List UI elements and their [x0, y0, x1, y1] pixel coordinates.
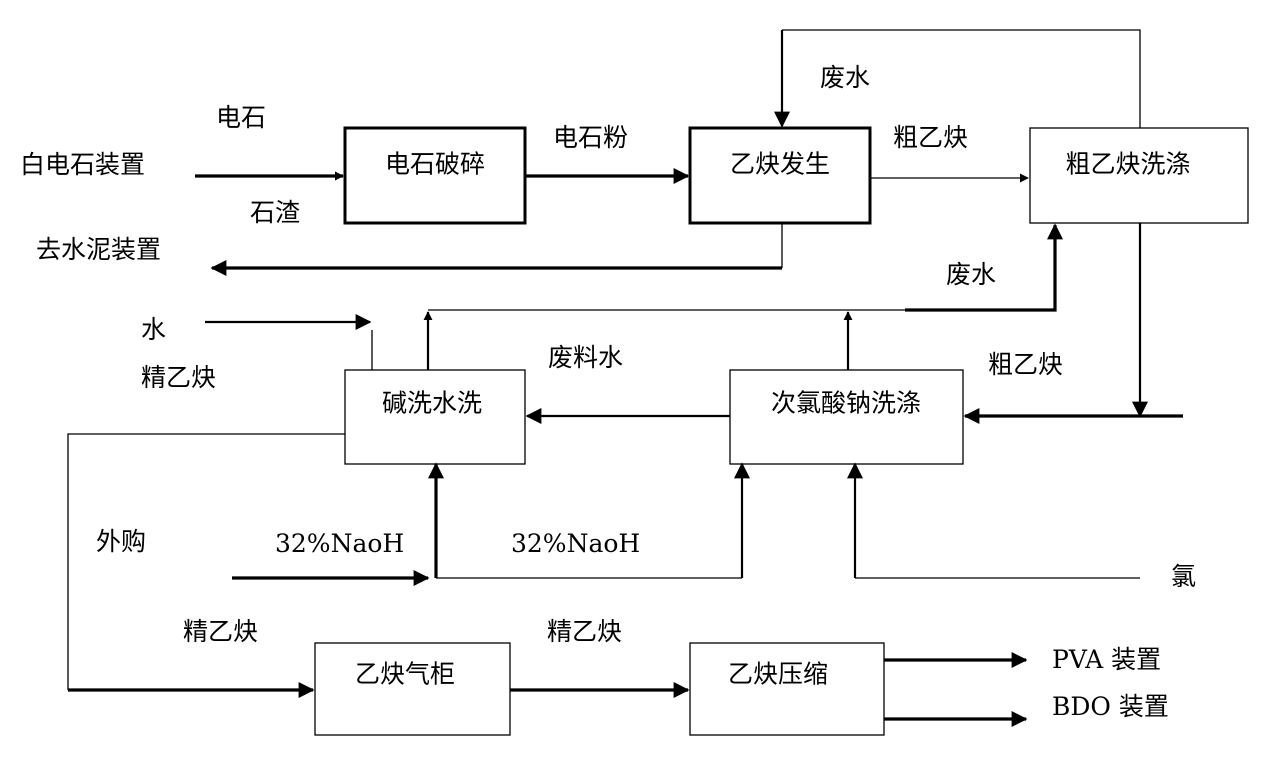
box-label-acetylene-generator: 乙炔发生 — [730, 150, 830, 179]
box-label-crude-acetylene-wash: 粗乙炔洗涤 — [1065, 150, 1190, 179]
box-label-hypochlorite-wash: 次氯酸钠洗涤 — [771, 389, 921, 418]
label-bdo-unit: BDO 装置 — [1052, 692, 1169, 721]
box-crude-acetylene-wash: 粗乙炔洗涤 — [1029, 127, 1249, 224]
box-acetylene-gas-holder: 乙炔气柜 — [314, 642, 511, 736]
label-waste-material-water: 废料水 — [548, 343, 623, 372]
label-naoh-2: 32%NaoH — [511, 529, 640, 558]
label-naoh-1: 32%NaoH — [275, 529, 404, 558]
box-label-acetylene-gas-holder: 乙炔气柜 — [355, 660, 455, 689]
label-crude-acetylene-top: 粗乙炔 — [893, 123, 968, 152]
label-waste-water-mid: 废水 — [946, 260, 996, 289]
flow-pure-down — [67, 433, 345, 690]
label-to-cement-unit: 去水泥装置 — [36, 235, 161, 264]
label-waste-water-top: 废水 — [820, 63, 870, 92]
box-acetylene-compressor: 乙炔压缩 — [689, 642, 885, 736]
label-chlorine: 氯 — [1171, 562, 1196, 591]
label-white-carbide-unit: 白电石装置 — [20, 150, 145, 179]
label-carbide-powder: 电石粉 — [553, 123, 628, 152]
label-pva-unit: PVA 装置 — [1052, 645, 1161, 674]
flow-waste-loop — [782, 29, 1141, 128]
label-crude-acetylene-right: 粗乙炔 — [988, 350, 1063, 379]
flow-waste-return-up — [905, 223, 1063, 312]
box-label-alkali-water-wash: 碱洗水洗 — [382, 389, 482, 418]
label-slag: 石渣 — [250, 198, 300, 227]
box-label-carbide-crusher: 电石破碎 — [385, 150, 485, 179]
label-carbide: 电石 — [216, 103, 266, 132]
box-hypochlorite-wash: 次氯酸钠洗涤 — [729, 369, 964, 465]
label-pure-acetylene-left: 精乙炔 — [141, 363, 216, 392]
label-pure-acetylene-bottom-left: 精乙炔 — [183, 617, 258, 646]
label-water: 水 — [141, 315, 166, 344]
label-purchased: 外购 — [96, 527, 146, 556]
box-carbide-crusher: 电石破碎 — [343, 126, 527, 225]
box-alkali-water-wash: 碱洗水洗 — [344, 369, 526, 465]
box-label-acetylene-compressor: 乙炔压缩 — [728, 660, 828, 689]
label-pure-acetylene-bottom-mid: 精乙炔 — [547, 617, 622, 646]
box-acetylene-generator: 乙炔发生 — [688, 126, 872, 225]
